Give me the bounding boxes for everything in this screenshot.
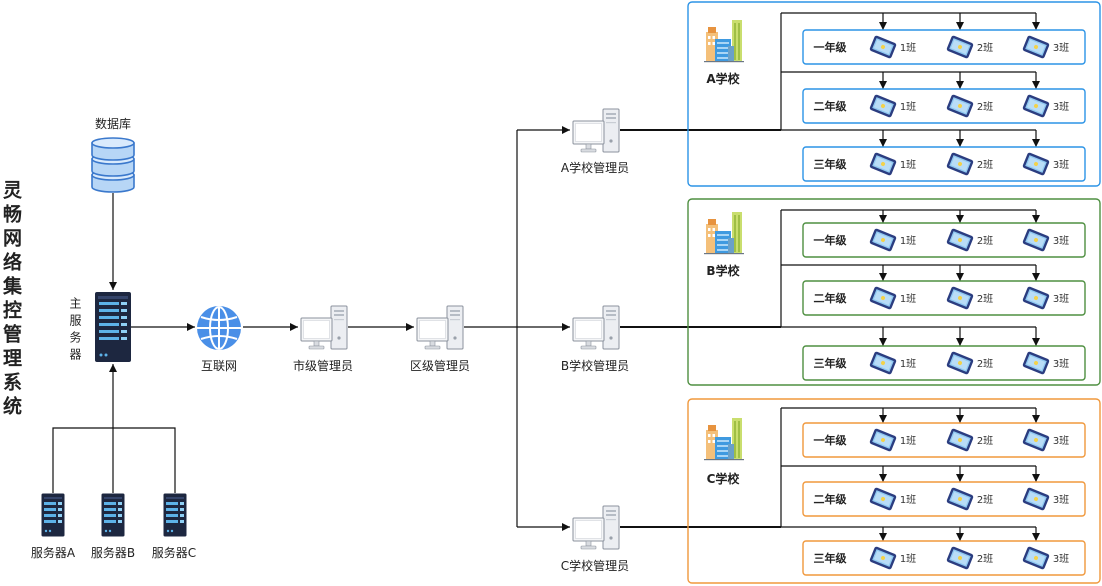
grade-row: 三年级 1班 2班 3班 [802,146,1086,182]
grade-box [802,146,1086,182]
grade-box [802,29,1086,65]
class-label: 3班 [1053,358,1069,370]
grade-label: 三年级 [814,356,848,370]
server-rack-icon [95,292,131,362]
school-box [687,198,1101,386]
server-icon [163,493,187,537]
school-c-admin-label: C学校管理员 [561,558,629,573]
class-label: 2班 [977,553,993,565]
grade-label: 一年级 [814,433,848,447]
class-label: 3班 [1053,159,1069,171]
grade-label: 一年级 [814,40,848,54]
school-name: C学校 [707,471,741,486]
server-c-label: 服务器C [152,545,196,560]
class-label: 3班 [1053,235,1069,247]
class-label: 3班 [1053,494,1069,506]
class-label: 3班 [1053,101,1069,113]
class-label: 3班 [1053,42,1069,54]
school-name: B学校 [706,263,740,278]
grade-row: 一年级 1班 2班 3班 [802,222,1086,258]
grade-row: 二年级 1班 2班 3班 [802,481,1086,517]
grade-label: 三年级 [814,157,848,171]
grade-box [802,481,1086,517]
computer-icon [572,305,620,350]
grade-row: 三年级 1班 2班 3班 [802,345,1086,381]
class-label: 1班 [900,101,916,113]
class-label: 2班 [977,494,993,506]
class-label: 1班 [900,159,916,171]
server-group-connector [52,427,176,493]
class-label: 1班 [900,435,916,447]
school-name: A学校 [706,71,740,86]
server-icon [101,493,125,537]
class-label: 1班 [900,293,916,305]
grade-box [802,422,1086,458]
grade-row: 二年级 1班 2班 3班 [802,88,1086,124]
class-label: 1班 [900,235,916,247]
class-label: 1班 [900,494,916,506]
grade-row: 二年级 1班 2班 3班 [802,280,1086,316]
grade-box [802,280,1086,316]
server-b-label: 服务器B [91,545,135,560]
computer-icon [416,305,464,350]
grade-label: 二年级 [814,492,848,506]
building-icon [704,418,744,461]
class-label: 2班 [977,293,993,305]
district-admin-label: 区级管理员 [410,358,470,373]
building-icon [704,212,744,255]
grade-label: 一年级 [814,233,848,247]
grade-box [802,222,1086,258]
city-admin-label: 市级管理员 [293,358,353,373]
class-label: 1班 [900,42,916,54]
school-box [687,398,1101,584]
internet-label: 互联网 [201,359,237,373]
grade-label: 二年级 [814,99,848,113]
database-label: 数据库 [95,116,131,131]
class-label: 2班 [977,101,993,113]
school-b-admin-label: B学校管理员 [561,358,629,373]
grade-label: 二年级 [814,291,848,305]
grade-box [802,88,1086,124]
server-a-label: 服务器A [31,545,76,560]
class-label: 2班 [977,42,993,54]
database-icon [91,137,135,193]
class-label: 2班 [977,159,993,171]
grade-row: 三年级 1班 2班 3班 [802,540,1086,576]
class-label: 1班 [900,358,916,370]
grade-label: 三年级 [814,551,848,565]
grade-box [802,345,1086,381]
computer-icon [572,505,620,550]
school-a-admin-label: A学校管理员 [561,160,629,175]
building-icon [704,20,744,63]
grade-box [802,540,1086,576]
class-label: 2班 [977,358,993,370]
computer-icon [300,305,348,350]
server-icon [41,493,65,537]
class-label: 3班 [1053,553,1069,565]
class-label: 2班 [977,435,993,447]
system-title: 灵畅网络集控管理系统 [0,180,22,420]
school-box [687,1,1101,187]
computer-icon [572,108,620,153]
class-label: 3班 [1053,293,1069,305]
class-label: 2班 [977,235,993,247]
class-label: 1班 [900,553,916,565]
grade-row: 一年级 1班 2班 3班 [802,29,1086,65]
main-server-label: 主服务器 [68,297,82,365]
globe-icon [197,306,241,350]
class-label: 3班 [1053,435,1069,447]
grade-row: 一年级 1班 2班 3班 [802,422,1086,458]
